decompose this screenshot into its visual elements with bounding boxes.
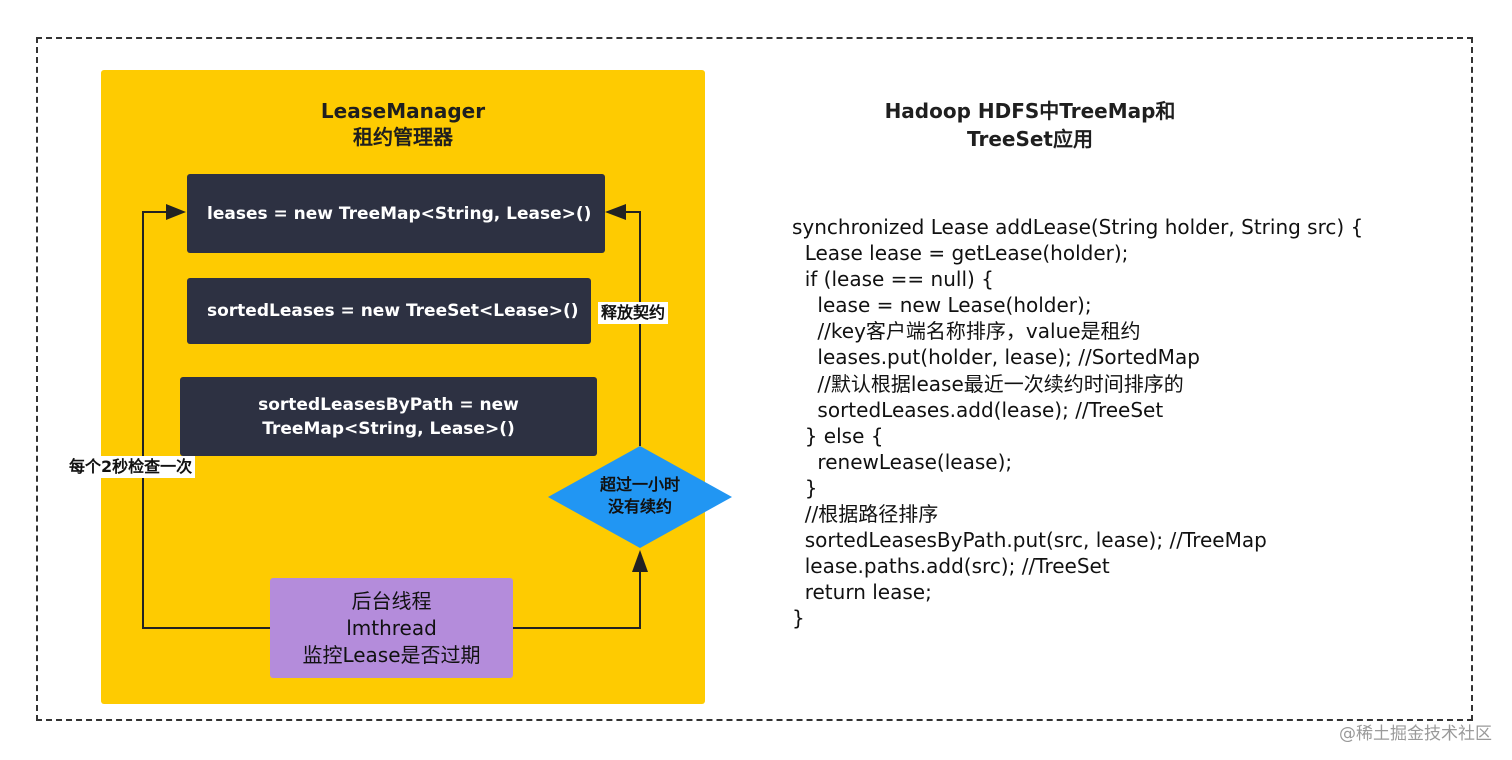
code-line: } (792, 606, 805, 631)
dashed-frame (36, 37, 1473, 721)
right-title-line1: Hadoop HDFS中TreeMap和 (884, 99, 1176, 123)
sorted-leases-by-path-line2: TreeMap<String, Lease>() (262, 418, 515, 439)
watermark: @稀土掘金技术社区 (1339, 724, 1492, 744)
arrow-to-decision (632, 550, 648, 572)
code-line: synchronized Lease addLease(String holde… (792, 215, 1364, 239)
code-line: return lease; (792, 580, 932, 605)
thread-to-decision-line (513, 570, 641, 629)
thread-line2: lmthread (346, 615, 437, 640)
sorted-leases-by-path-line1: sortedLeasesByPath = new (258, 394, 519, 415)
code-line: //默认根据lease最近一次续约时间排序的 (792, 371, 1184, 396)
code-line: lease.paths.add(src); //TreeSet (792, 554, 1110, 579)
code-line: //key客户端名称排序，value是租约 (792, 319, 1141, 344)
decision-diamond (548, 446, 732, 548)
sorted-leases-box-text: sortedLeases = new TreeSet<Lease>() (207, 301, 579, 321)
decision-line1: 超过一小时 (599, 475, 680, 494)
panel-subtitle: 租约管理器 (353, 125, 453, 149)
code-line: if (lease == null) { (792, 267, 994, 292)
thread-line3: 监控Lease是否过期 (302, 642, 481, 667)
code-line: Lease lease = getLease(holder); (792, 241, 1129, 266)
check-loop-line (142, 211, 270, 629)
panel-title: LeaseManager (320, 99, 486, 123)
code-line: sortedLeases.add(lease); //TreeSet (792, 397, 1164, 422)
check-interval-label: 每个2秒检查一次 (66, 456, 196, 478)
code-line: } (792, 475, 818, 500)
right-title-line2: TreeSet应用 (967, 127, 1093, 151)
background-thread-box: 后台线程 lmthread 监控Lease是否过期 (270, 578, 513, 678)
decision-line2: 没有续约 (607, 497, 672, 516)
code-line: lease = new Lease(holder); (792, 293, 1092, 318)
arrow-to-leases-right (605, 204, 626, 220)
sorted-leases-by-path-box: sortedLeasesByPath = new TreeMap<String,… (180, 377, 597, 456)
release-line (624, 211, 641, 446)
decision-text: 超过一小时 没有续约 (548, 474, 732, 518)
arrow-to-leases-left (166, 204, 186, 220)
leases-box: leases = new TreeMap<String, Lease>() (187, 174, 605, 253)
code-line: renewLease(lease); (792, 449, 1013, 474)
code-block: synchronized Lease addLease(String holde… (792, 214, 1363, 632)
sorted-leases-box: sortedLeases = new TreeSet<Lease>() (187, 278, 591, 344)
release-label: 释放契约 (598, 302, 669, 324)
code-line: //根据路径排序 (792, 502, 939, 527)
code-line: sortedLeasesByPath.put(src, lease); //Tr… (792, 528, 1267, 553)
code-line: } else { (792, 423, 884, 448)
code-line: leases.put(holder, lease); //SortedMap (792, 345, 1200, 370)
leases-box-text: leases = new TreeMap<String, Lease>() (207, 203, 592, 224)
right-title: Hadoop HDFS中TreeMap和 TreeSet应用 (840, 97, 1220, 153)
thread-line1: 后台线程 (351, 588, 432, 613)
